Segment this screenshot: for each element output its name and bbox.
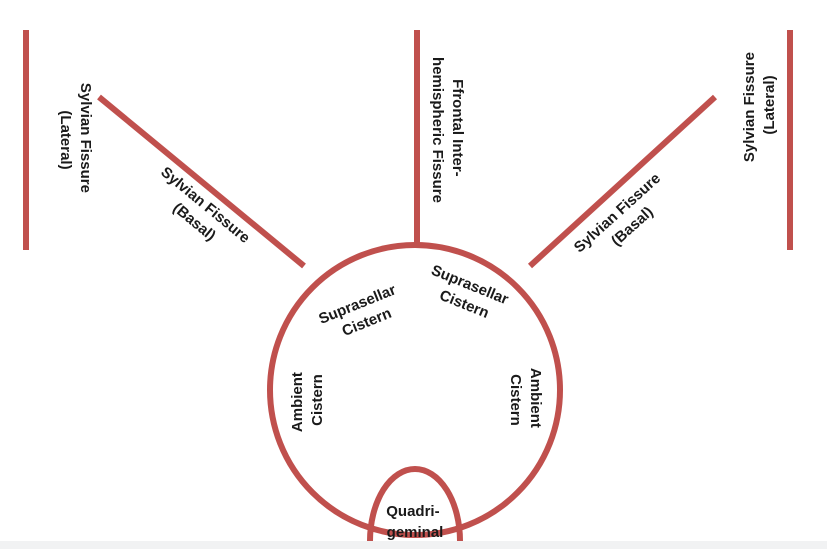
ambient-cistern-right-label: Ambient Cistern	[507, 368, 544, 432]
bottom-edge-strip	[0, 541, 827, 549]
sylvian-fissure-lateral-right-label: Sylvian Fissure (Lateral)	[741, 48, 778, 162]
quadrigeminal-arc	[367, 466, 463, 542]
fissure-lines	[23, 30, 793, 542]
ambient-cistern-left-label: Ambient Cistern	[289, 368, 326, 432]
sylvian-fissure-basal-right-label: Sylvian Fissure (Basal)	[571, 167, 681, 271]
frontal-interhemispheric-fissure-label: Ffrontal Inter- hemispheric Fissure	[429, 57, 466, 203]
quadrigeminal-label: Quadri- geminal	[386, 503, 444, 541]
suprasellar-cistern-left-label: Suprasellar Cistern	[316, 280, 409, 346]
cistern-ring	[267, 242, 563, 538]
sylvian-fissure-lateral-left-label: Sylvian Fissure (Lateral)	[57, 83, 94, 197]
left-basal-sylvian-line	[97, 94, 306, 269]
right-basal-sylvian-line	[527, 94, 718, 269]
